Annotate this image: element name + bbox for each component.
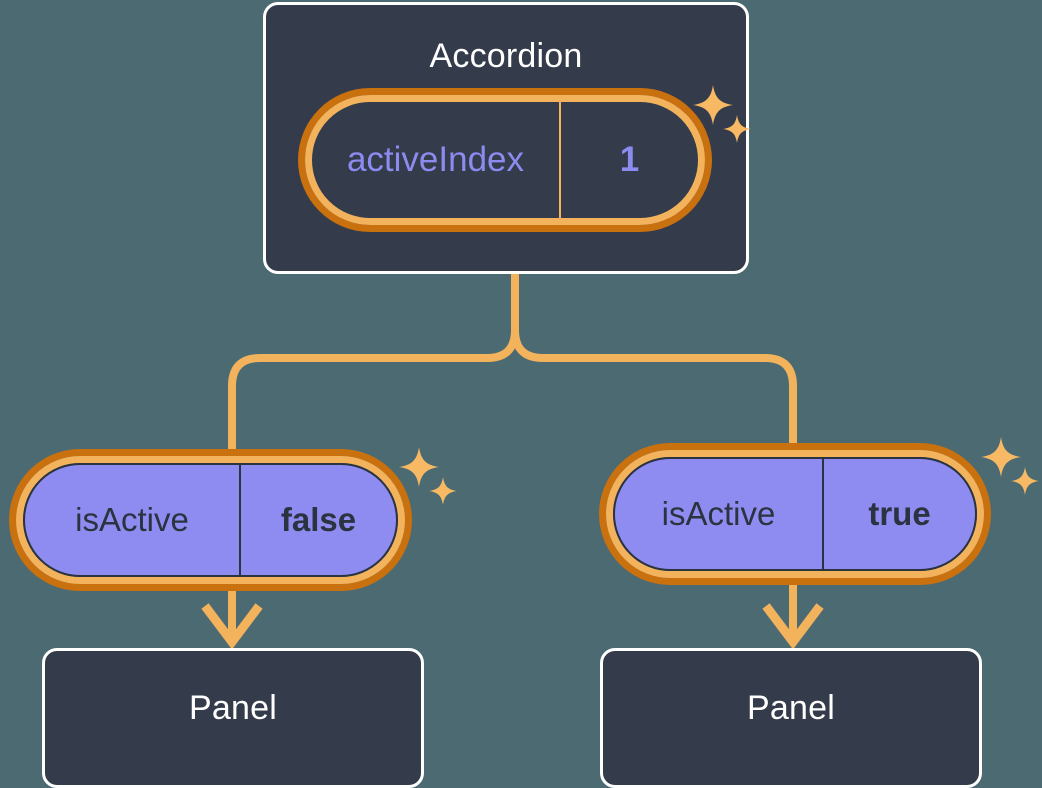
sparkle-large-icon: [399, 447, 439, 487]
state-key-label: activeIndex: [312, 102, 561, 218]
connector-isactive-true-to-panel: [762, 578, 824, 650]
accordion-title: Accordion: [429, 37, 583, 75]
sparkles-icon: [398, 446, 460, 508]
state-pill-isactive-false[interactable]: isActive false: [16, 456, 405, 584]
state-pill-body: isActive true: [613, 457, 977, 571]
state-pill-body: activeIndex 1: [312, 102, 698, 218]
state-key-label: isActive: [25, 465, 241, 575]
panel-right-title: Panel: [747, 689, 835, 727]
sparkle-small-icon: [1011, 467, 1039, 495]
state-value-label: false: [280, 501, 357, 538]
state-value-label: 1: [619, 140, 640, 179]
state-value-label: true: [868, 495, 931, 532]
connector-accordion-to-branches: [228, 273, 797, 456]
sparkles-icon: [980, 436, 1042, 498]
state-pill-isactive-true[interactable]: isActive true: [606, 450, 984, 578]
sparkle-large-icon: [981, 437, 1021, 477]
state-pill-activeindex[interactable]: activeIndex 1: [305, 95, 705, 225]
panel-right-box[interactable]: Panel: [600, 648, 982, 788]
connector-isactive-false-to-panel: [201, 584, 263, 650]
state-pill-body: isActive false: [23, 463, 398, 577]
state-key-label: isActive: [615, 459, 824, 569]
diagram-canvas: Accordion activeIndex 1 isActive false P…: [16, 2, 1042, 788]
panel-left-box[interactable]: Panel: [42, 648, 424, 788]
sparkle-small-icon: [429, 477, 457, 505]
panel-left-title: Panel: [189, 689, 277, 727]
